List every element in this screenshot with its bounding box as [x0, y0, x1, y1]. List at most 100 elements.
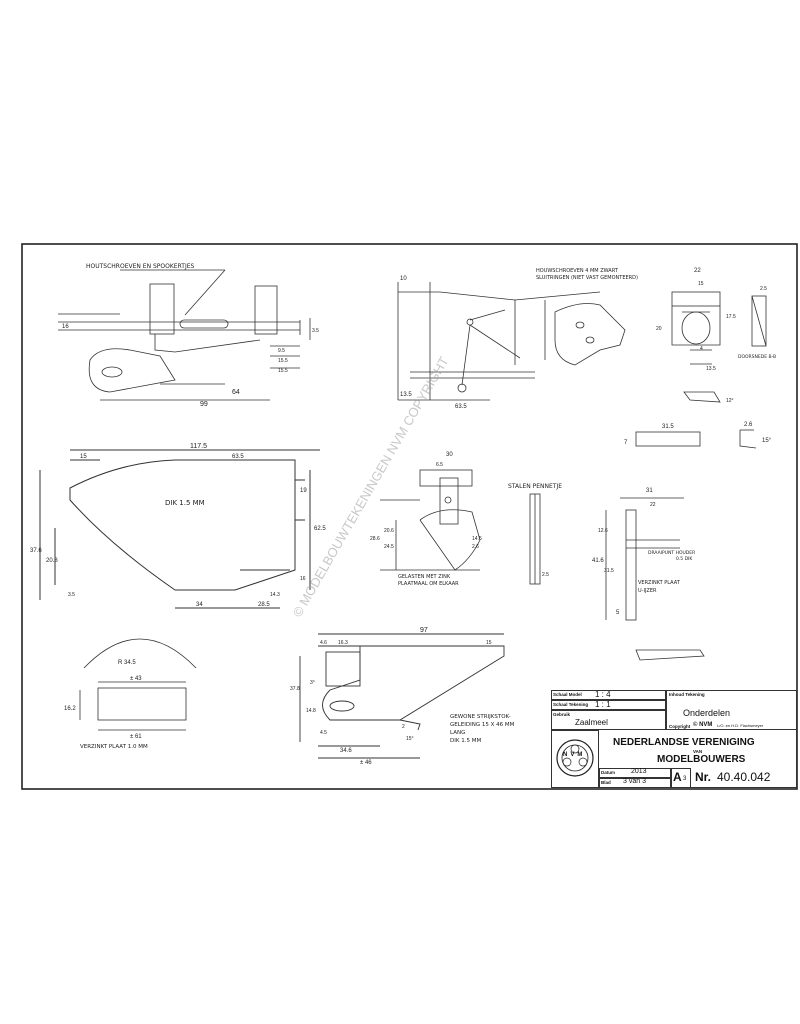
label-draaipunt: DRAAIPUNT HOUDER [648, 550, 695, 556]
dim-376: 37.6 [30, 548, 42, 554]
dim-16: 16 [62, 324, 69, 330]
cell-blad [599, 778, 671, 788]
inhoud-label: Inhoud Tekening [669, 692, 705, 697]
dim-12deg: 12° [726, 398, 734, 404]
dim-7: 7 [624, 440, 628, 446]
label-strijkstok-2: GELEIDING 15 X 46 MM [450, 722, 515, 728]
schaal-tekening-label: Schaal Tekening [553, 702, 589, 707]
dim-1175: 117.5 [190, 443, 207, 450]
schaal-tekening-value: 1 : 1 [595, 700, 611, 709]
format-letter: A [673, 770, 682, 784]
dim-35b: 3.5 [68, 592, 75, 598]
dim-286: 28.6 [370, 536, 380, 542]
dim-97: 97 [420, 627, 428, 634]
label-stalen-pennetje: STALEN PENNETJE [508, 483, 562, 490]
dim-15d: 15 [80, 454, 87, 460]
dim-148: 14.8 [306, 708, 316, 714]
label-dik05: 0.5 DIK [676, 556, 693, 562]
dim-206: 20.6 [384, 528, 394, 534]
label-gelast: GELASTEN MET ZINK [398, 574, 451, 580]
label-strijkstok-3: LANG [450, 730, 465, 736]
detail-stalen-pennetje [529, 493, 541, 585]
dim-346: 34.6 [340, 748, 352, 754]
nvm-copyright: © NVM [693, 722, 713, 728]
logo-text: NVM [563, 752, 586, 758]
gebruik-label: Gebruik [553, 712, 571, 717]
label-plaatmal: PLAATMAAL OM ELKAAR [398, 581, 459, 587]
dim-135: 13.5 [400, 392, 412, 398]
dim-175: 17.5 [726, 314, 736, 320]
dim-143: 14.3 [270, 592, 280, 598]
dim-30: 30 [446, 452, 453, 458]
dim-245: 24.5 [384, 544, 394, 550]
label-houtschroeven: HOUTSCHROEVEN EN SPOOKERTJES [86, 263, 195, 270]
dim-378: 37.8 [290, 686, 300, 692]
dim-315: 31.5 [662, 424, 674, 430]
dim-315b: 31.5 [604, 568, 614, 574]
dim-416: 41.6 [592, 558, 604, 564]
dim-35: 3.5 [312, 328, 319, 334]
detail-bottom-left-plate [79, 638, 197, 731]
dim-22b: 22 [650, 502, 656, 508]
dim-145: 14.5 [472, 536, 482, 542]
title-block: Schaal Model 1 : 4 Schaal Tekening 1 : 1… [551, 690, 797, 788]
dim-r345: R 34.5 [118, 660, 136, 666]
label-doorsnede: DOORSNEDE B-B [738, 354, 776, 360]
copyright-label: Copyright [669, 724, 691, 729]
dim-163: 16.3 [338, 640, 348, 646]
dim-135b: 13.5 [706, 366, 716, 372]
dim-10: 10 [400, 276, 407, 282]
dim-3deg: 3° [310, 680, 315, 686]
dim-625: 62.5 [314, 526, 326, 532]
dim-9: 9.5 [278, 348, 285, 354]
dim-45: 4.5 [320, 730, 327, 736]
org-van: VAN [693, 749, 703, 754]
schaal-model-value: 1 : 4 [595, 690, 611, 699]
dim-4: 4 [700, 346, 703, 352]
datum-value: 2013 [631, 768, 647, 775]
dim-61: ± 61 [130, 734, 142, 740]
cell-logo [551, 730, 599, 788]
org-line2: MODELBOUWERS [657, 754, 746, 765]
nr-label: Nr. [695, 770, 712, 784]
dim-5: 5 [616, 610, 620, 616]
label-sluitringen: SLUITRINGEN (NIET VAST GEMONTEERD) [536, 275, 638, 281]
inhoud-value: Onderdelen [683, 708, 731, 718]
row-schaal-tekening [551, 700, 666, 710]
cell-datum [599, 768, 671, 778]
dim-162: 16.2 [64, 706, 76, 712]
org-line1: NEDERLANDSE VERENIGING [613, 737, 755, 748]
dim-26: 2.6 [744, 422, 753, 428]
dim-19: 19 [300, 488, 307, 494]
label-verzinkt-plaat-1mm: VERZINKT PLAAT 1.0 MM [80, 744, 148, 750]
detail-hinge-assembly [397, 282, 626, 401]
drawing-frame [21, 243, 798, 790]
dim-46b: ± 46 [360, 760, 372, 766]
dim-15b: 15.5 [278, 368, 288, 374]
dim-99: 99 [200, 401, 208, 408]
label-strijkstok-4: DIK 1.5 MM [450, 738, 481, 744]
blad-value: 3 van 3 [623, 778, 646, 785]
dim-16b: 16 [300, 576, 306, 582]
label-dik15: DIK 1.5 MM [165, 499, 205, 507]
dim-34: 34 [196, 602, 203, 608]
dim-635b: 63.5 [232, 454, 244, 460]
drawing-number: 40.40.042 [717, 770, 771, 784]
detail-cylinder-bracket [671, 291, 767, 403]
dim-15: 15.5 [278, 358, 288, 364]
dim-285: 28.5 [258, 602, 270, 608]
dim-64: 64 [232, 389, 240, 396]
dim-26-center: 2.6 [472, 544, 479, 550]
gebruik-value: Zaalmeel [575, 718, 608, 727]
dim-143b: ± 43 [130, 676, 142, 682]
dim-31: 31 [646, 488, 653, 494]
label-strijkstok-1: GEWONE STRIJKSTOK- [450, 714, 511, 720]
detail-small-bar [635, 429, 757, 449]
dim-15e: 15 [486, 640, 492, 646]
cell-inhoud [666, 690, 797, 730]
dim-2: 2 [402, 724, 405, 730]
dim-25b: 2.5 [542, 572, 549, 578]
nvm-logo-icon [556, 739, 594, 777]
format-number: 3 [683, 776, 687, 782]
